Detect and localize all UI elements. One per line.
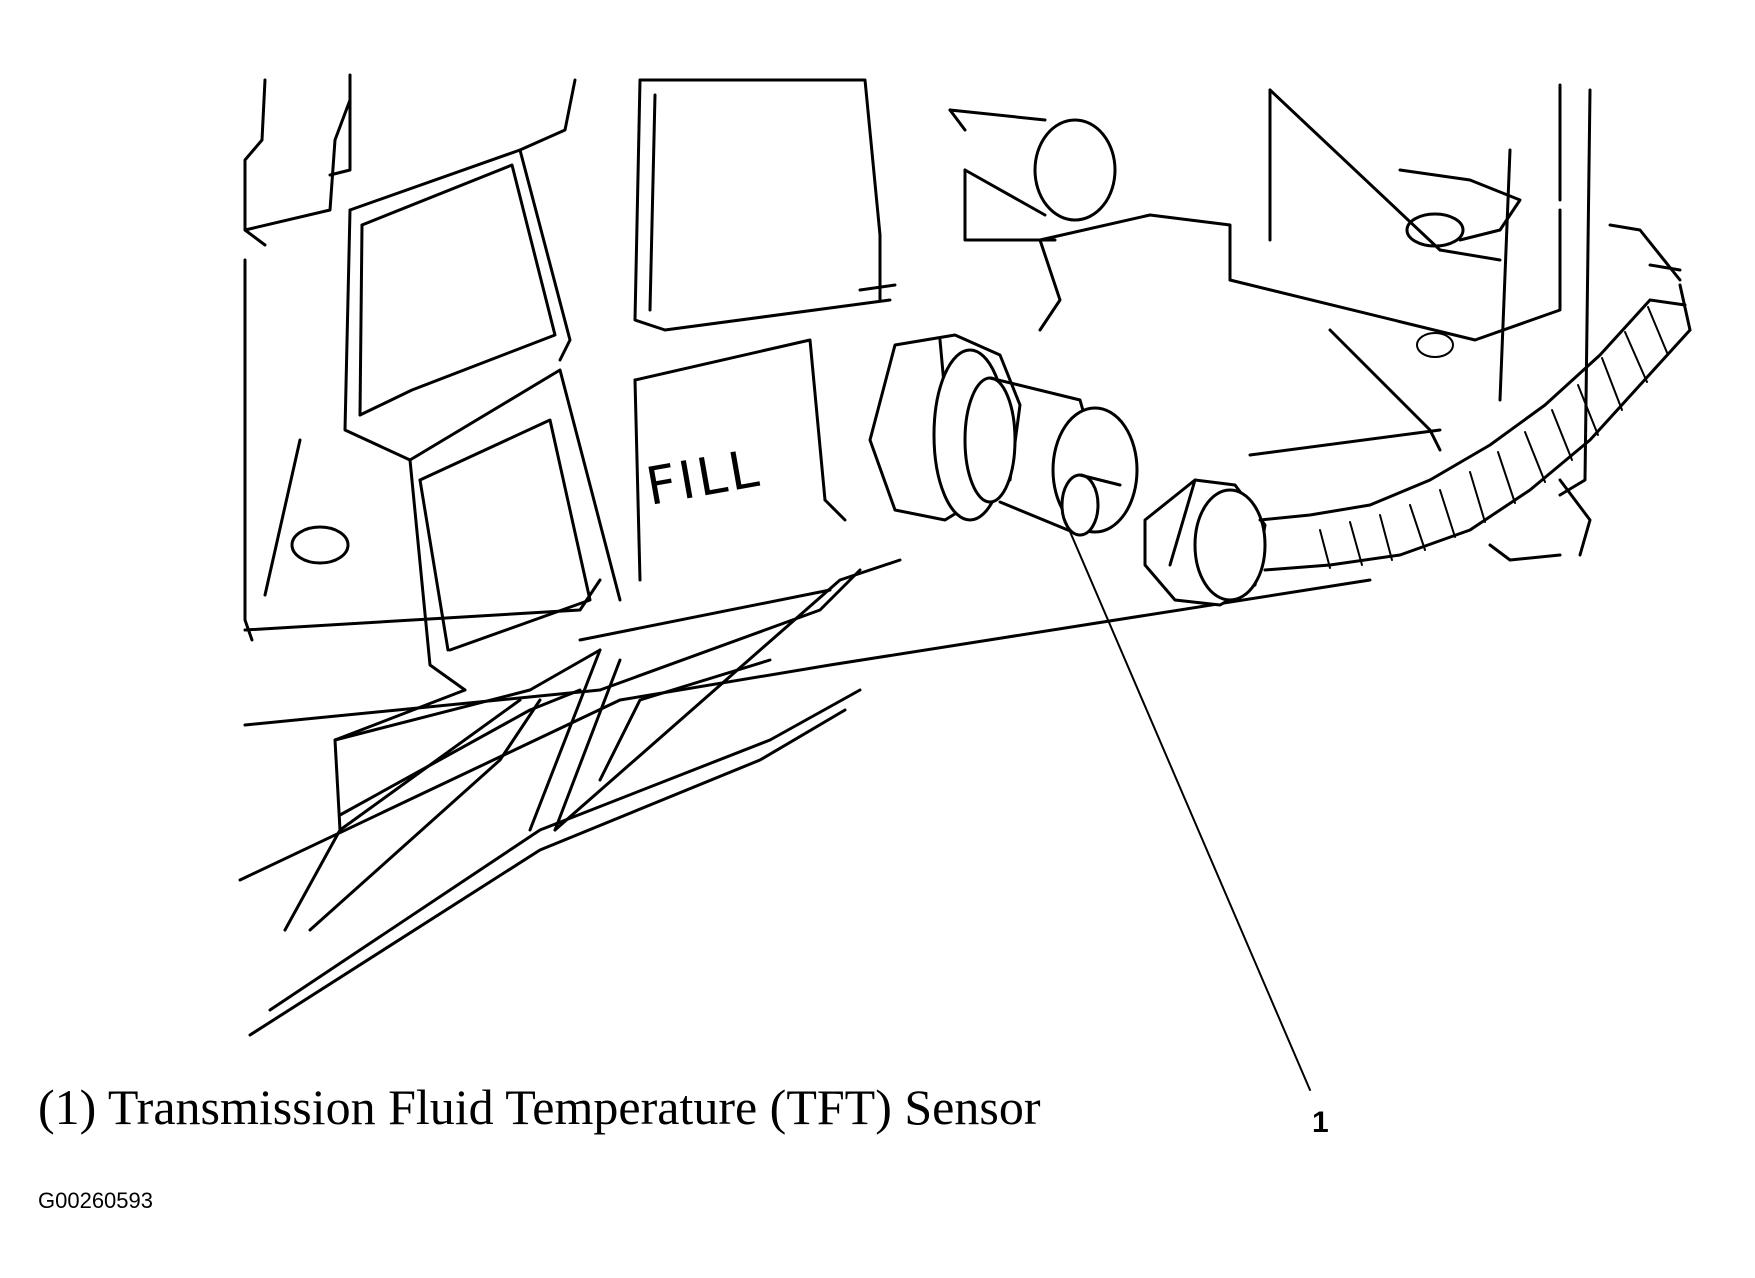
figure-id: G00260593 [38,1188,153,1213]
tft-sensor [868,333,1139,537]
transmission-case [238,73,1682,1037]
callout-leader-line [1064,519,1311,1091]
wiring-harness [1258,283,1692,572]
callout-number: 1 [1312,1106,1329,1139]
figure-caption: (1) Transmission Fluid Temperature (TFT)… [38,1079,1041,1135]
fill-embossed-label: FILL [642,439,766,518]
sensor-connector [1143,478,1267,607]
